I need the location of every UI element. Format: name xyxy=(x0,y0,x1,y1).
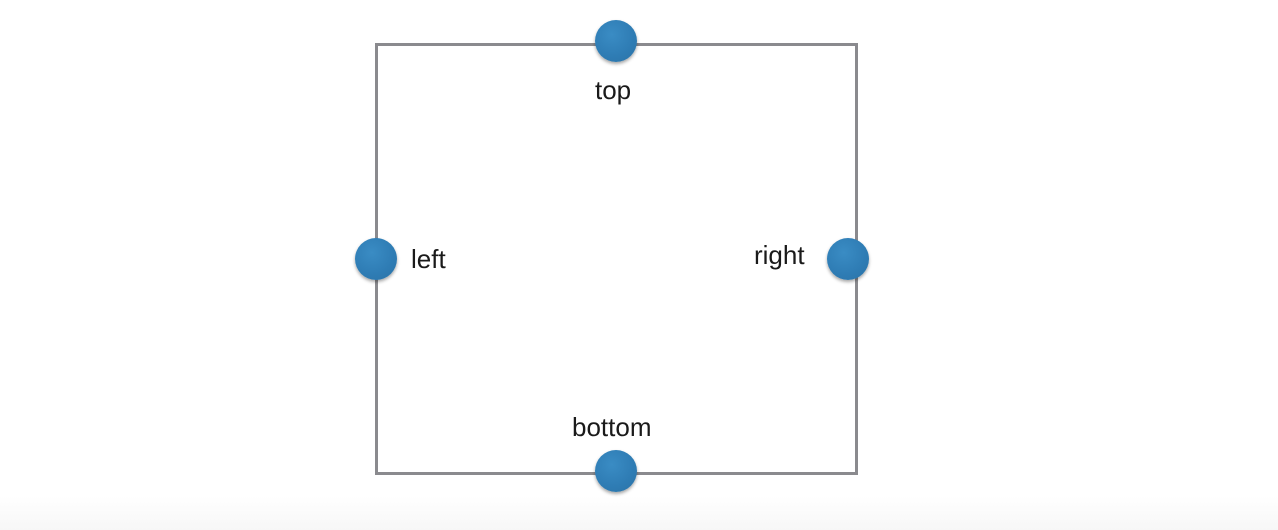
top-handle[interactable] xyxy=(595,20,637,62)
bottom-handle[interactable] xyxy=(595,450,637,492)
left-label: left xyxy=(411,244,446,274)
right-handle[interactable] xyxy=(827,238,869,280)
bounding-box xyxy=(375,43,858,475)
left-handle[interactable] xyxy=(355,238,397,280)
bottom-label: bottom xyxy=(572,412,652,442)
right-label: right xyxy=(754,240,805,270)
top-label: top xyxy=(595,75,632,105)
